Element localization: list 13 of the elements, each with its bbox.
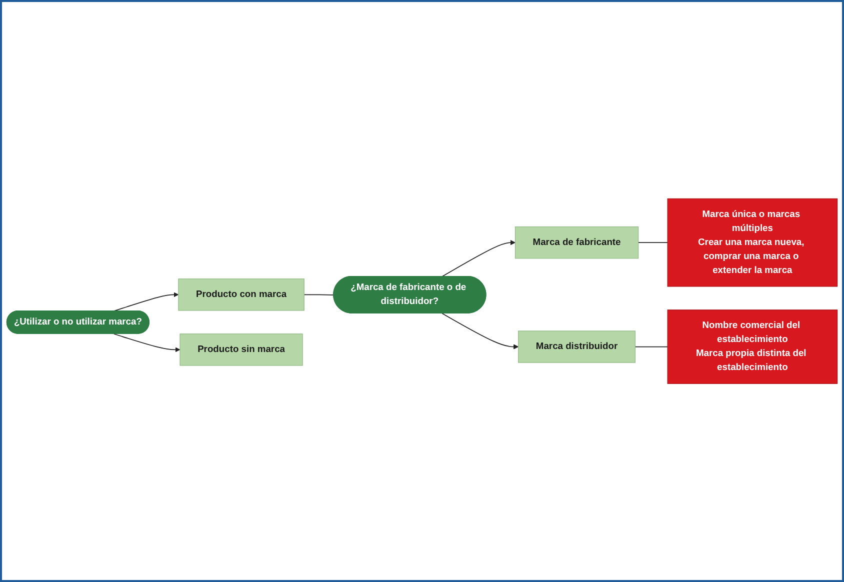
node-box: Producto sin marca xyxy=(180,333,303,366)
node-box: Nombre comercial del establecimiento Marca propia distinta del establecimiento xyxy=(667,309,838,384)
node-box: Producto con marca xyxy=(178,278,304,311)
arrow xyxy=(442,312,519,350)
arrow xyxy=(113,333,180,352)
connector xyxy=(638,242,668,243)
arrow xyxy=(113,292,179,312)
node-box: Marca de fabricante xyxy=(514,226,639,259)
arrow xyxy=(442,240,516,277)
node-box: Marca distribuidor xyxy=(518,330,636,363)
connector xyxy=(304,294,334,296)
connector xyxy=(634,346,668,348)
node-box: Marca única o marcas múltiples Crear una marca nueva, comprar una marca o extender la marca xyxy=(667,198,838,287)
